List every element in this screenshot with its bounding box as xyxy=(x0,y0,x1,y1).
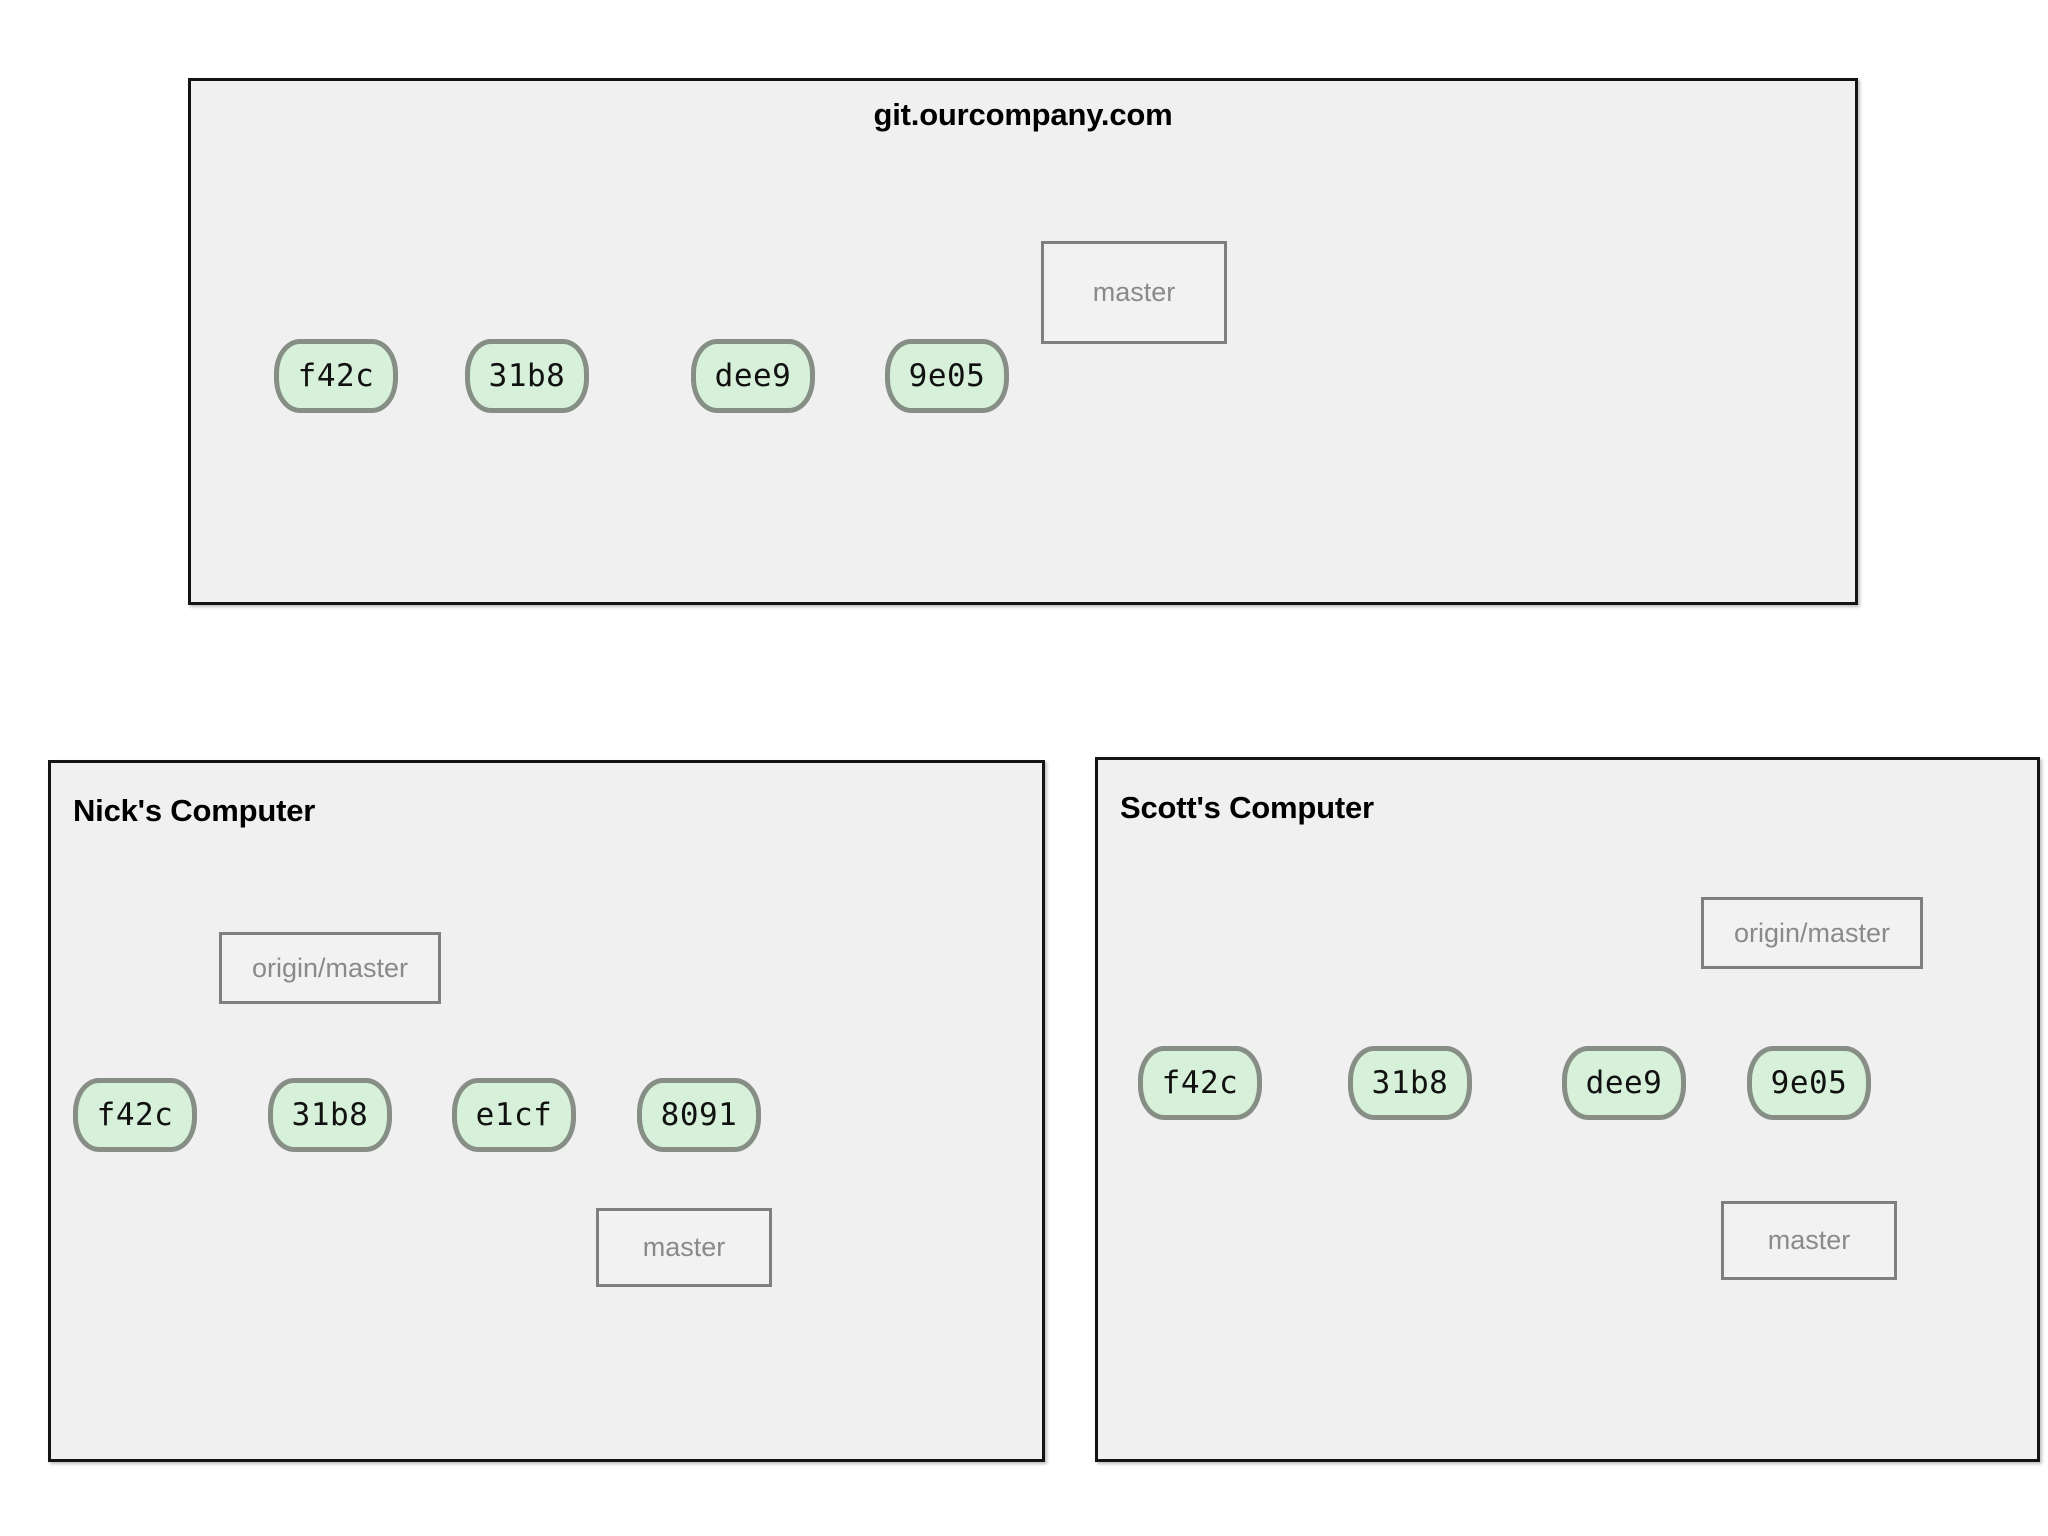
panel-scotts-computer: Scott's Computer origin/master master f4… xyxy=(1095,757,2040,1462)
commit-node-server-f42c[interactable]: f42c xyxy=(274,339,398,413)
ref-label-nick-origin-master[interactable]: origin/master xyxy=(219,932,441,1004)
commit-node-scott-9e05[interactable]: 9e05 xyxy=(1747,1046,1871,1120)
commit-node-scott-dee9[interactable]: dee9 xyxy=(1562,1046,1686,1120)
ref-label-text: master xyxy=(1767,1225,1851,1255)
commit-node-nick-8091[interactable]: 8091 xyxy=(637,1078,761,1152)
commit-hash: 31b8 xyxy=(291,1097,369,1133)
commit-hash: f42c xyxy=(297,358,375,394)
commit-node-scott-f42c[interactable]: f42c xyxy=(1138,1046,1262,1120)
commit-node-nick-31b8[interactable]: 31b8 xyxy=(268,1078,392,1152)
ref-label-nick-master[interactable]: master xyxy=(596,1208,772,1287)
panel-title-nick: Nick's Computer xyxy=(73,793,316,828)
commit-node-server-9e05[interactable]: 9e05 xyxy=(885,339,1009,413)
commit-hash: e1cf xyxy=(475,1097,553,1133)
ref-label-scott-origin-master[interactable]: origin/master xyxy=(1701,897,1923,969)
ref-label-server-master[interactable]: master xyxy=(1041,241,1227,344)
panel-title-scott: Scott's Computer xyxy=(1120,790,1374,825)
commit-node-nick-e1cf[interactable]: e1cf xyxy=(452,1078,576,1152)
panel-nicks-computer: Nick's Computer origin/master master f42… xyxy=(48,760,1045,1462)
ref-label-text: origin/master xyxy=(1733,917,1891,948)
commit-hash: 9e05 xyxy=(908,358,986,394)
ref-label-text: origin/master xyxy=(251,952,409,983)
commit-hash: 31b8 xyxy=(1371,1065,1449,1101)
ref-label-text: master xyxy=(1092,277,1176,307)
panel-server-repository: git.ourcompany.com master f42c 31b8 dee9… xyxy=(188,78,1858,605)
commit-node-scott-31b8[interactable]: 31b8 xyxy=(1348,1046,1472,1120)
commit-node-nick-f42c[interactable]: f42c xyxy=(73,1078,197,1152)
commit-hash: 31b8 xyxy=(488,358,566,394)
commit-hash: f42c xyxy=(1161,1065,1239,1101)
commit-hash: dee9 xyxy=(1585,1065,1663,1101)
ref-label-scott-master[interactable]: master xyxy=(1721,1201,1897,1280)
commit-hash: 9e05 xyxy=(1770,1065,1848,1101)
ref-label-text: master xyxy=(642,1232,726,1262)
commit-hash: dee9 xyxy=(714,358,792,394)
panel-title-server: git.ourcompany.com xyxy=(873,97,1173,132)
commit-hash: 8091 xyxy=(660,1097,738,1133)
commit-node-server-dee9[interactable]: dee9 xyxy=(691,339,815,413)
commit-hash: f42c xyxy=(96,1097,174,1133)
commit-node-server-31b8[interactable]: 31b8 xyxy=(465,339,589,413)
